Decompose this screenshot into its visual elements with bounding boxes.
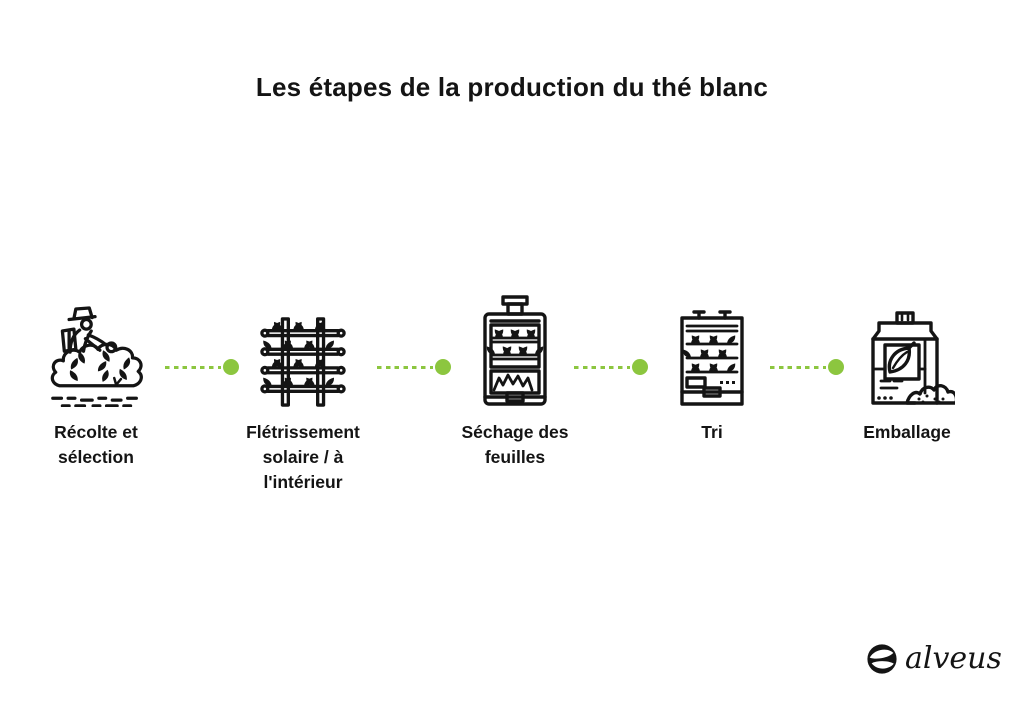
dashed-line [165,365,221,369]
stage-label: Tri [701,422,723,442]
dashed-line [770,365,826,369]
connector-2 [377,359,451,375]
stage-tri: Tri [617,295,807,445]
alveus-leaf-mark-icon [867,644,897,674]
logo-text: alveus [905,641,1002,676]
connector-4 [770,359,844,375]
withering-rack-icon [260,317,346,407]
stage-icon-box [48,295,144,407]
connector-dot-icon [435,359,451,375]
connector-3 [574,359,648,375]
stage-icon-box [258,295,348,407]
stage-emballage: Emballage [812,295,1002,445]
dashed-line [377,365,433,369]
connector-dot-icon [828,359,844,375]
connector-1 [165,359,239,375]
tea-picker-icon [50,306,143,407]
stage-label: Récolte et sélection [54,422,138,467]
connector-dot-icon [223,359,239,375]
stage-label: Séchage des feuilles [461,422,569,467]
brand-logo: alveus [866,643,1002,675]
stage-label: Flétrissement solaire / à l'intérieur [246,422,360,492]
page-title: Les étapes de la production du thé blanc [255,72,769,102]
stage-fletrissement: Flétrissement solaire / à l'intérieur [208,295,398,495]
stage-icon-box [475,295,555,407]
stage-recolte: Récolte et sélection [1,295,191,470]
sorting-machine-icon [680,310,744,406]
stage-icon-box [673,295,751,407]
connector-dot-icon [632,359,648,375]
drying-oven-icon [483,295,547,406]
stage-sechage: Séchage des feuilles [420,295,610,470]
stage-icon-box [859,295,955,407]
stage-label: Emballage [863,422,951,442]
dashed-line [574,365,630,369]
tea-package-icon [871,311,955,405]
